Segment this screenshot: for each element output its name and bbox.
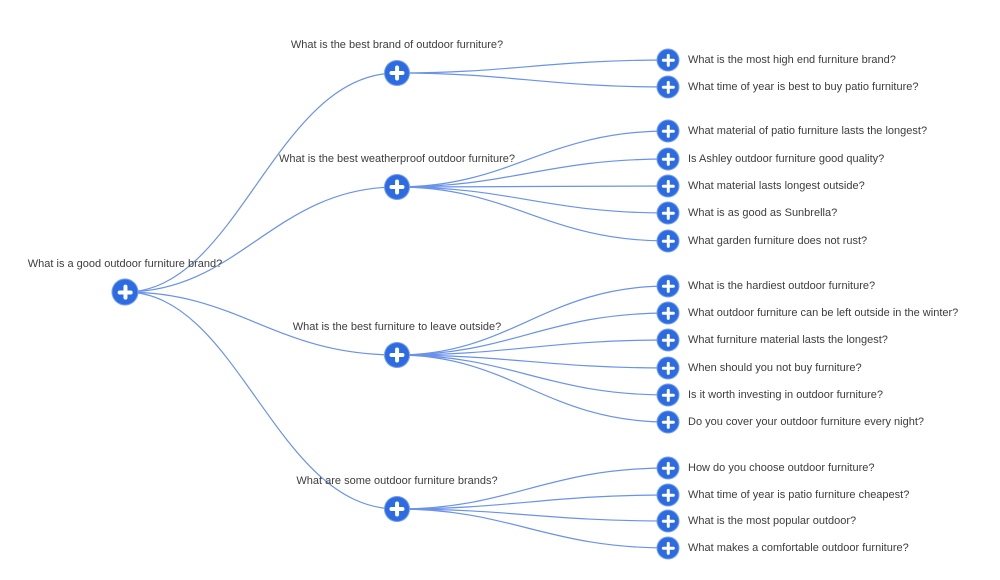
- edge-curve: [396, 312, 669, 356]
- edge-curve: [396, 339, 669, 356]
- edge-curve: [396, 285, 669, 356]
- edge-curve: [396, 130, 669, 188]
- plus-icon[interactable]: [656, 410, 680, 434]
- plus-icon[interactable]: [384, 496, 410, 522]
- plus-icon[interactable]: [656, 536, 680, 560]
- edge-curve: [124, 186, 398, 293]
- leaf-node-label[interactable]: Is it worth investing in outdoor furnitu…: [688, 389, 884, 401]
- leaf-node-label[interactable]: When should you not buy furniture?: [688, 362, 862, 374]
- leaf-node-label[interactable]: What is the most popular outdoor?: [688, 515, 857, 527]
- leaf-node-label[interactable]: What time of year is best to buy patio f…: [688, 81, 919, 93]
- branch-node-label[interactable]: What is the best furniture to leave outs…: [292, 321, 502, 333]
- edge-curve: [396, 354, 669, 369]
- leaf-node-label[interactable]: Do you cover your outdoor furniture ever…: [688, 416, 925, 428]
- leaf-node-label[interactable]: What time of year is patio furniture che…: [688, 489, 910, 501]
- plus-icon[interactable]: [656, 119, 680, 143]
- leaf-node-label[interactable]: What material lasts longest outside?: [688, 180, 865, 192]
- plus-icon[interactable]: [656, 48, 680, 72]
- plus-icon[interactable]: [656, 147, 680, 171]
- plus-icon[interactable]: [656, 201, 680, 225]
- plus-icon[interactable]: [656, 301, 680, 325]
- leaf-node-label[interactable]: What makes a comfortable outdoor furnitu…: [688, 542, 909, 554]
- edge-curve: [396, 508, 669, 549]
- edge-curve: [396, 59, 669, 74]
- plus-icon[interactable]: [656, 509, 680, 533]
- edge-curve: [396, 72, 669, 88]
- plus-icon[interactable]: [656, 356, 680, 380]
- edge-curve: [396, 186, 669, 214]
- plus-icon[interactable]: [656, 328, 680, 352]
- leaf-node-label[interactable]: What is the most high end furniture bran…: [688, 54, 896, 66]
- branch-node-label[interactable]: What are some outdoor furniture brands?: [296, 475, 498, 487]
- leaf-node-label[interactable]: What outdoor furniture can be left outsi…: [688, 307, 959, 319]
- plus-icon[interactable]: [111, 278, 139, 306]
- leaf-node-label[interactable]: Is Ashley outdoor furniture good quality…: [688, 153, 885, 165]
- edge-curve: [396, 494, 669, 510]
- plus-icon[interactable]: [656, 75, 680, 99]
- leaf-node-label[interactable]: How do you choose outdoor furniture?: [688, 462, 875, 474]
- edge-curve: [396, 185, 669, 188]
- leaf-node-label[interactable]: What is the hardiest outdoor furniture?: [688, 280, 876, 292]
- branch-node-label[interactable]: What is the best brand of outdoor furnit…: [290, 39, 504, 51]
- leaf-node-label[interactable]: What garden furniture does not rust?: [688, 235, 868, 247]
- root-node-label[interactable]: What is a good outdoor furniture brand?: [27, 258, 223, 270]
- plus-icon[interactable]: [656, 456, 680, 480]
- plus-icon[interactable]: [656, 383, 680, 407]
- plus-icon[interactable]: [656, 483, 680, 507]
- edge-curve: [396, 354, 669, 423]
- plus-icon[interactable]: [656, 274, 680, 298]
- leaf-node-label[interactable]: What is as good as Sunbrella?: [688, 207, 838, 219]
- plus-icon[interactable]: [384, 174, 410, 200]
- edge-curve: [124, 291, 398, 510]
- edge-curve: [124, 72, 398, 293]
- edge-curve: [396, 354, 669, 396]
- plus-icon[interactable]: [384, 60, 410, 86]
- edge-curve: [396, 467, 669, 510]
- plus-icon[interactable]: [384, 342, 410, 368]
- edge-curve: [124, 291, 398, 356]
- leaf-node-label[interactable]: What furniture material lasts the longes…: [688, 334, 888, 346]
- leaf-node-label[interactable]: What material of patio furniture lasts t…: [688, 125, 928, 137]
- edge-curve: [396, 508, 669, 522]
- plus-icon[interactable]: [656, 229, 680, 253]
- edge-curve: [396, 158, 669, 188]
- branch-node-label[interactable]: What is the best weatherproof outdoor fu…: [278, 153, 516, 165]
- plus-icon[interactable]: [656, 174, 680, 198]
- edge-curve: [396, 186, 669, 242]
